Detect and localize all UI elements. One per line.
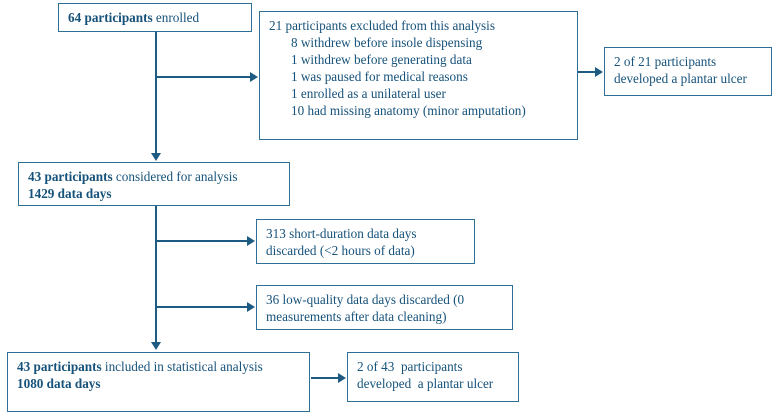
node-low-quality-line2: measurements after data cleaning)	[266, 309, 447, 324]
node-excluded-item-2: 1 was paused for medical reasons	[291, 69, 468, 84]
node-low-quality-line1: 36 low-quality data days discarded (0	[266, 292, 465, 307]
node-excluded-item-3: 1 enrolled as a unilateral user	[291, 86, 446, 101]
node-excluded-item-0: 8 withdrew before insole dispensing	[291, 35, 483, 50]
node-included: 43 participants included in statistical …	[7, 352, 310, 412]
arrowhead-to-short-duration	[247, 236, 255, 247]
connector-considered-to-included	[155, 206, 157, 343]
node-short-duration: 313 short-duration data days discarded (…	[256, 219, 475, 264]
node-included-count: 43 participants	[17, 359, 102, 374]
node-short-duration-line1: 313 short-duration data days	[266, 226, 417, 241]
node-considered-line1: 43 participants considered for analysis	[28, 168, 280, 185]
node-included-line1: 43 participants included in statistical …	[17, 358, 300, 375]
node-ulcer-43-line2: developed a plantar ulcer	[357, 376, 494, 391]
node-ulcer-21-line2: developed a plantar ulcer	[614, 71, 747, 86]
node-enrolled-text: 64 participants enrolled	[68, 9, 242, 26]
node-considered-label: considered for analysis	[112, 169, 238, 184]
connector-excluded-to-ulcer21	[578, 71, 596, 73]
arrowhead-to-excluded	[250, 72, 258, 83]
arrowhead-to-ulcer43	[338, 373, 346, 384]
node-excluded: 21 participants excluded from this analy…	[259, 11, 578, 140]
node-excluded-item-4: 10 had missing anatomy (minor amputation…	[291, 103, 526, 118]
node-included-data-days: 1080 data days	[17, 376, 101, 391]
node-enrolled: 64 participants enrolled	[58, 3, 252, 32]
node-short-duration-line2: discarded (<2 hours of data)	[266, 243, 415, 258]
node-ulcer-21: 2 of 21 participants developed a plantar…	[604, 47, 772, 96]
node-considered-count: 43 participants	[28, 169, 113, 184]
node-ulcer-21-line1: 2 of 21 participants	[614, 54, 717, 69]
arrowhead-to-ulcer21	[595, 67, 603, 78]
node-considered-data-days: 1429 data days	[28, 186, 112, 201]
node-enrolled-count: 64 participants	[68, 10, 153, 25]
node-excluded-item-1: 1 withdrew before generating data	[291, 52, 472, 67]
node-considered: 43 participants considered for analysis …	[18, 162, 290, 206]
connector-stem-to-excluded	[155, 76, 251, 78]
node-ulcer-43: 2 of 43 participants developed a plantar…	[347, 352, 519, 402]
connector-stem-to-low-quality	[155, 306, 248, 308]
arrowhead-to-considered	[150, 153, 161, 161]
connector-included-to-ulcer43	[311, 377, 339, 379]
node-low-quality: 36 low-quality data days discarded (0 me…	[256, 285, 513, 330]
arrowhead-to-included	[150, 342, 161, 350]
connector-stem-to-short-duration	[155, 240, 248, 242]
node-included-label: included in statistical analysis	[101, 359, 263, 374]
connector-enrolled-to-considered	[155, 32, 157, 154]
node-excluded-heading: 21 participants excluded from this analy…	[269, 18, 495, 33]
node-enrolled-label: enrolled	[152, 10, 200, 25]
arrowhead-to-low-quality	[247, 302, 255, 313]
node-ulcer-43-line1: 2 of 43 participants	[357, 359, 463, 374]
